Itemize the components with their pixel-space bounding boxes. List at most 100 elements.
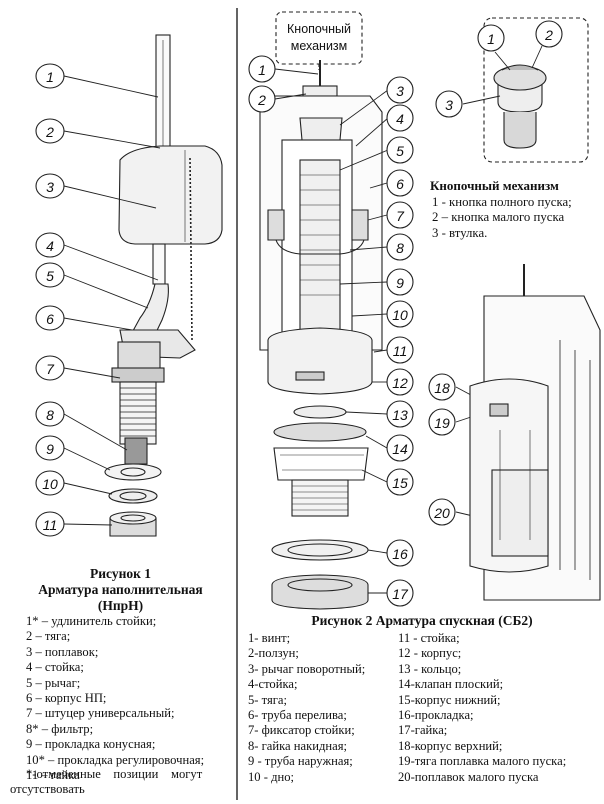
small-flush-button	[501, 64, 539, 71]
fig2-callout-5: 5	[396, 143, 404, 159]
figure1-caption-line1: Рисунок 1	[89, 566, 152, 581]
fig1-callout-10: 10	[42, 476, 58, 492]
figure2-legend-item: 12 - корпус;	[398, 646, 462, 661]
rotary-lever	[299, 117, 343, 141]
button-drawing	[493, 64, 547, 149]
fig2-callout-7: 7	[396, 208, 405, 224]
figure1-caption-line2: Арматура наполнительная	[38, 582, 203, 597]
figure2-legend-item: 7- фиксатор стойки;	[248, 723, 355, 738]
fig1-callout-7: 7	[46, 361, 55, 377]
button-mechanism-legend: 1 - кнопка полного пуска; 2 – кнопка мал…	[432, 195, 572, 241]
figure1-caption: Рисунок 1 Арматура наполнительная (НпрН)	[8, 566, 233, 614]
button-legend-item: 3 - втулка.	[432, 225, 488, 240]
fig2-callout-circles	[248, 55, 456, 607]
button-callout-1: 1	[487, 31, 495, 47]
figure1-legend-item: 7 – штуцер универсальный;	[26, 706, 175, 721]
fig2-callout-3: 3	[396, 83, 404, 99]
fig2-callout-1: 1	[258, 62, 266, 78]
float-rod	[489, 403, 509, 417]
figure1-legend-item: 2 – тяга;	[26, 629, 71, 644]
fig2-callout-10: 10	[392, 307, 408, 323]
figure1-legend: 1* – удлинитель стойки; 2 – тяга; 3 – по…	[26, 614, 204, 783]
figure2-legend-item: 9 - труба наружная;	[248, 754, 353, 769]
fig2-callout-20: 20	[433, 505, 450, 521]
fig2-callout-6: 6	[396, 176, 404, 192]
small-flush-detail-drawing	[469, 264, 601, 601]
fig2-callout-13: 13	[392, 407, 408, 423]
figure2-legend-item: 17-гайка;	[398, 723, 448, 738]
figure1-legend-item: 3 – поплавок;	[26, 644, 99, 659]
figure1-note: *-отмеченные позиции могут	[26, 767, 202, 782]
housing	[267, 327, 373, 395]
valve-body	[117, 341, 161, 373]
stand-latch	[267, 209, 369, 241]
figure2-legend-item: 14-клапан плоский;	[398, 677, 504, 692]
figure2-legend-item: 13 - кольцо;	[398, 661, 462, 676]
callout-numbers: 1 2 3 4 5 6 7 8 9 10 11 1 2 3 4 5 6 7 8 …	[42, 27, 553, 602]
fig1-callout-circles	[35, 63, 65, 537]
fig2-callout-9: 9	[396, 275, 404, 291]
fig1-callout-11: 11	[43, 517, 58, 533]
figure2-legend-item: 20-поплавок малого пуска	[398, 769, 539, 784]
figure2-legend-item: 18-корпус верхний;	[398, 738, 503, 753]
adjusting-gasket	[108, 488, 158, 504]
fig2-callout-2: 2	[257, 92, 266, 108]
button-legend-item: 2 – кнопка малого пуска	[432, 210, 565, 225]
button-callout-2: 2	[544, 27, 553, 43]
figure1-legend-item: 10* – прокладка регулировочная;	[26, 752, 205, 767]
button-legend-item: 1 - кнопка полного пуска;	[432, 195, 572, 209]
fig2-callout-8: 8	[396, 240, 404, 256]
figure2-legend-item: 8- гайка накидная;	[248, 738, 348, 753]
cone-gasket	[104, 463, 162, 481]
button-box-label-line1: Кнопочный	[287, 22, 351, 36]
fig1-callout-5: 5	[46, 268, 54, 284]
button-mechanism-title: Кнопочный механизм	[430, 178, 559, 193]
fill-valve-drawing	[104, 34, 223, 537]
button-mechanism-box	[275, 11, 363, 65]
figure2-legend-item: 3- рычаг поворотный;	[248, 661, 366, 676]
figure1-legend-item: 1* – удлинитель стойки;	[26, 614, 157, 628]
figure2-legend-item: 11 - стойка;	[398, 631, 460, 645]
flat-valve	[273, 422, 367, 442]
fig1-callout-8: 8	[46, 407, 54, 423]
fig2-callout-15: 15	[392, 475, 408, 491]
fig2-callout-17: 17	[392, 586, 409, 602]
figure2-legend-item: 4-стойка;	[248, 677, 298, 692]
figure2-legend-item: 5- тяга;	[248, 692, 288, 707]
fig1-callout-6: 6	[46, 311, 54, 327]
figure1-note-line1: *-отмеченные позиции могут	[26, 767, 203, 781]
fig2-callout-4: 4	[396, 111, 404, 127]
figure2-legend-item: 1- винт;	[248, 631, 291, 645]
figure1-legend-item: 11 – гайка	[26, 768, 80, 783]
figure1-legend-item: 5 – рычаг;	[26, 675, 81, 690]
figure2-legend-item: 2-ползун;	[248, 646, 299, 661]
button-callout-circles	[435, 20, 563, 118]
fig1-callout-2: 2	[45, 124, 54, 140]
lower-housing	[273, 447, 369, 481]
stand	[152, 243, 166, 285]
button-detail-box	[483, 17, 589, 163]
fig2-callout-16: 16	[392, 546, 408, 562]
sleeve	[503, 112, 537, 149]
fig2-callout-11: 11	[393, 343, 408, 359]
fig1-callout-1: 1	[46, 69, 54, 85]
gasket	[271, 539, 369, 561]
figure2-legend-right: 11 - стойка; 12 - корпус; 13 - кольцо; 1…	[398, 631, 566, 785]
fig1-callout-3: 3	[46, 179, 54, 195]
button-box-label: Кнопочный механизм	[287, 22, 351, 53]
fig1-callout-9: 9	[46, 441, 54, 457]
figure1-legend-item: 8* – фильтр;	[26, 721, 94, 736]
float	[118, 145, 223, 245]
figure2-caption: Рисунок 2 Арматура спускная (СБ2)	[311, 613, 533, 628]
fig2-callout-12: 12	[392, 375, 408, 391]
figure2-legend-item: 19-тяга поплавка малого пуска;	[398, 754, 567, 769]
figure2-legend-left: 1- винт; 2-ползун; 3- рычаг поворотный; …	[248, 631, 365, 785]
figure1-note-line2: отсутствовать	[10, 782, 85, 796]
fig2-callout-18: 18	[434, 380, 450, 396]
slider	[302, 85, 338, 97]
figure1-note-cont: отсутствовать	[10, 782, 85, 797]
figure1-legend-item: 4 – стойка;	[26, 660, 84, 675]
ring	[293, 405, 347, 419]
fig1-callout-4: 4	[46, 238, 54, 254]
